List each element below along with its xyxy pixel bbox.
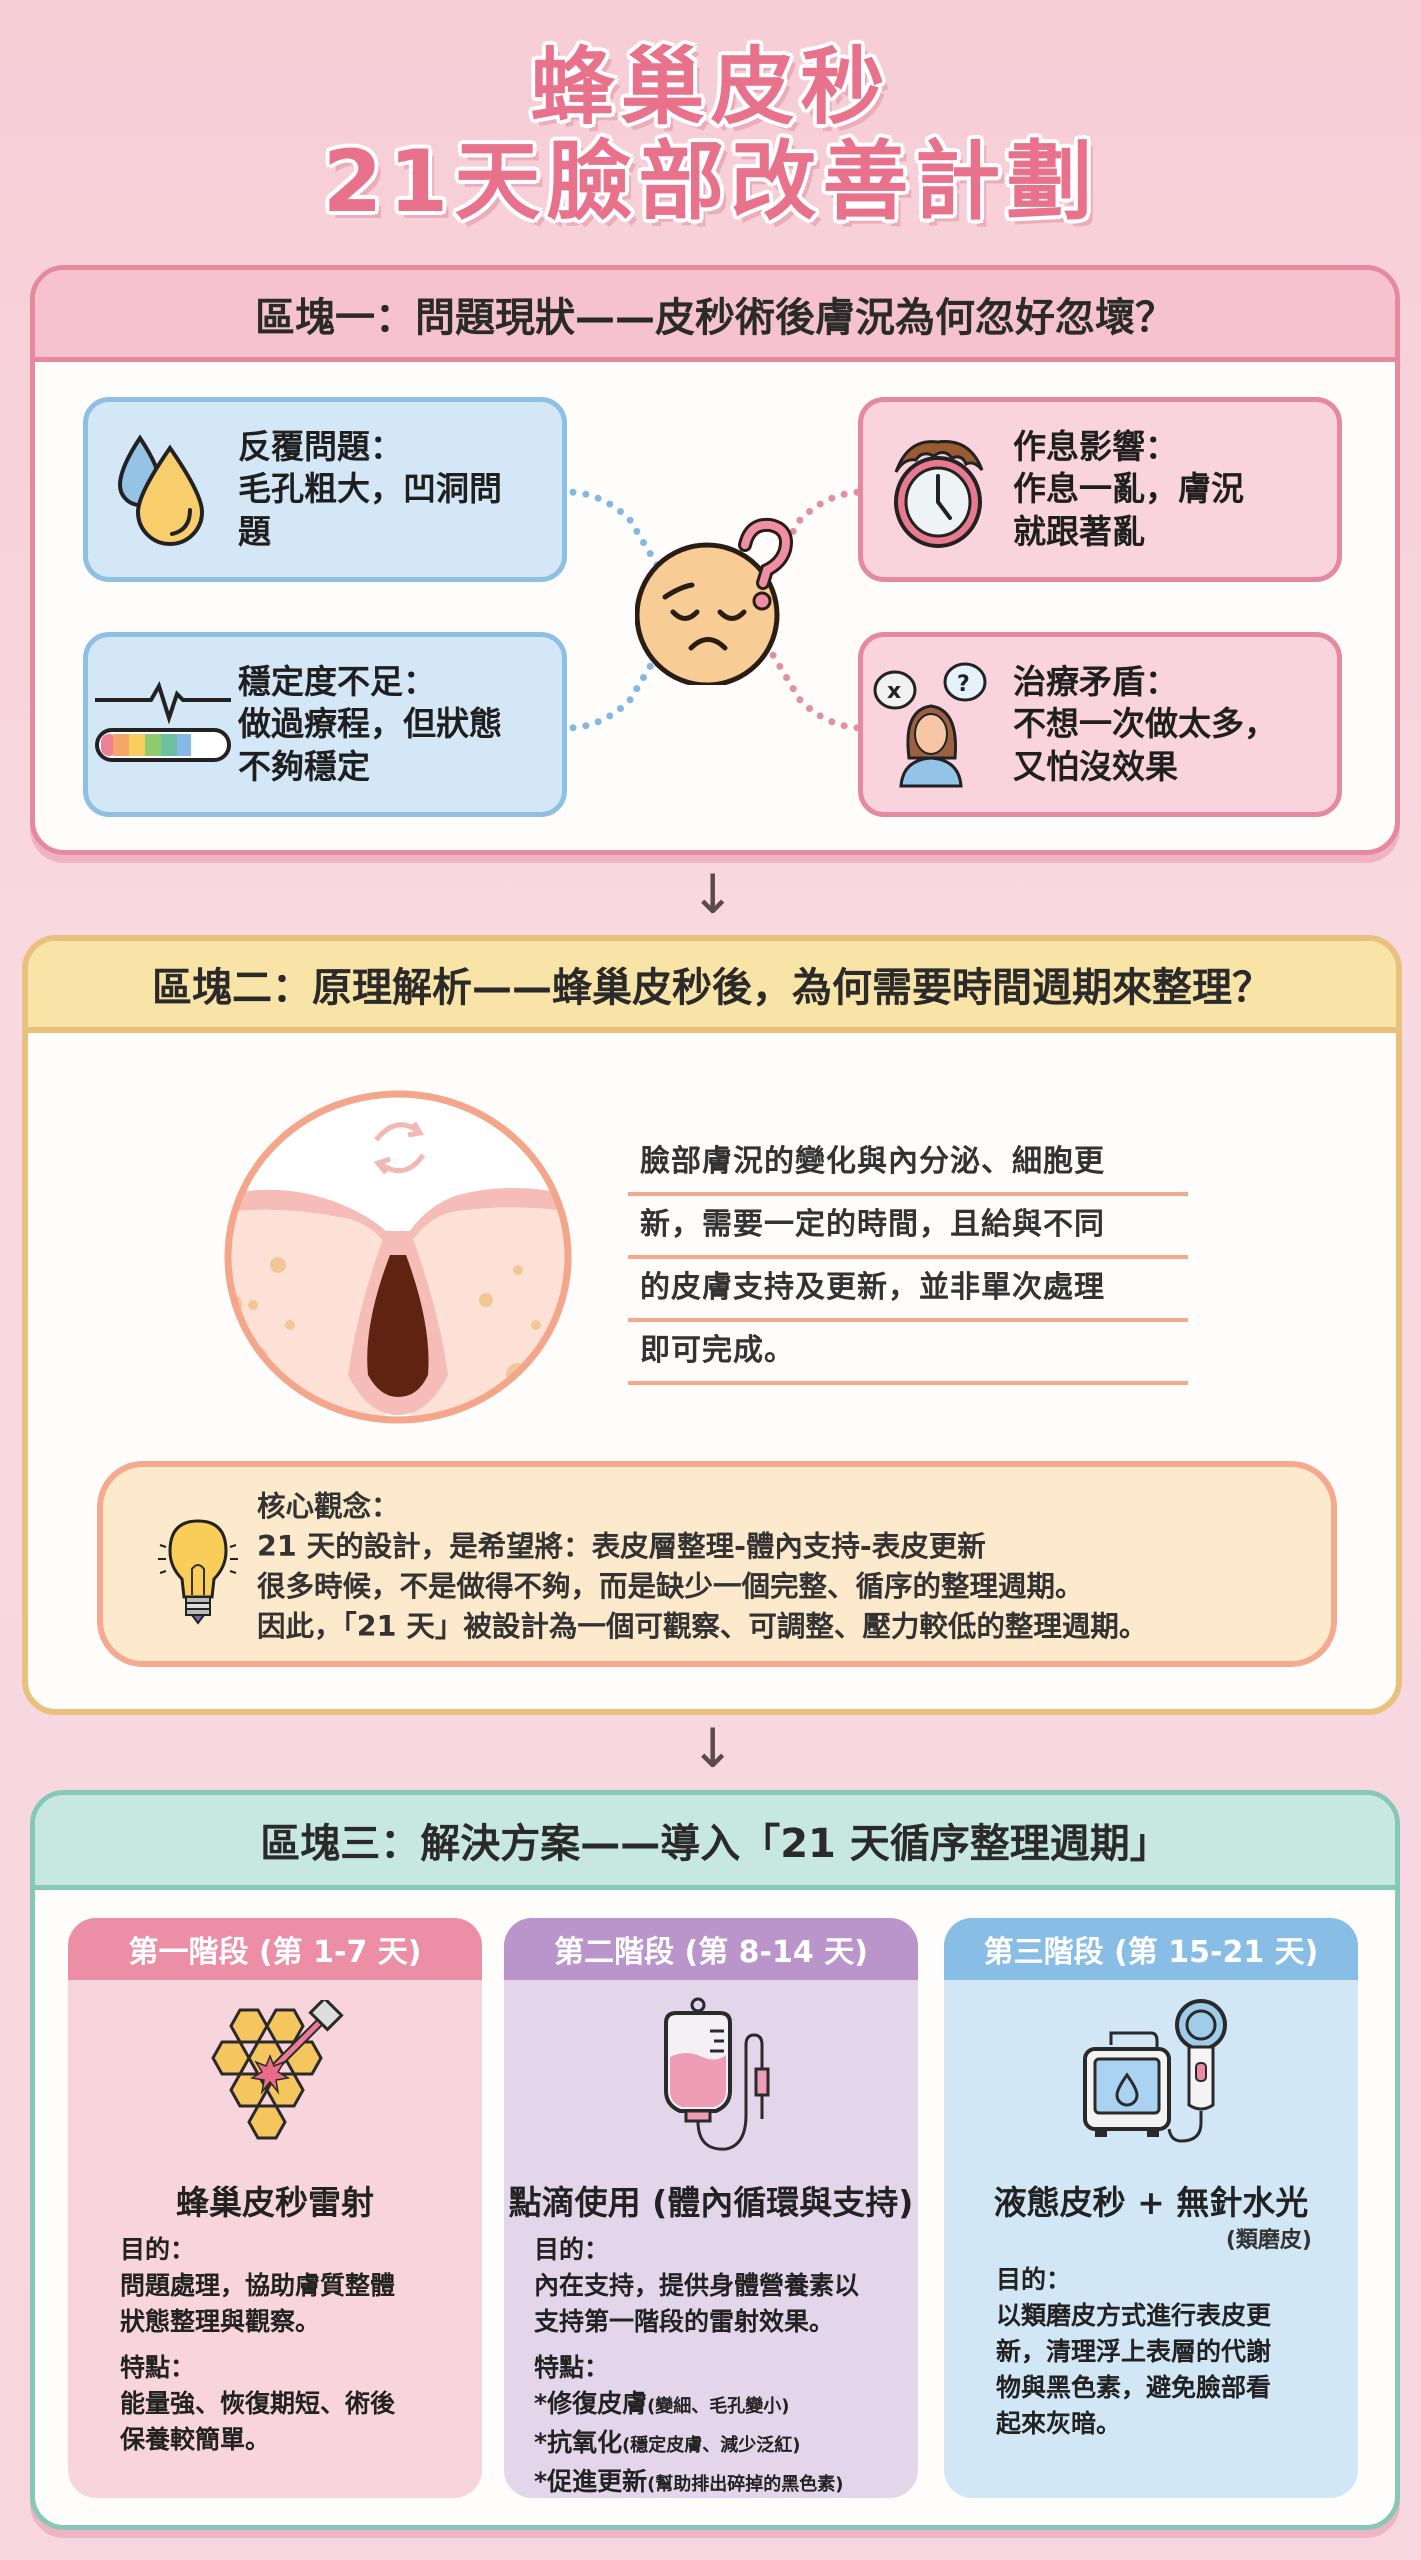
confused-woman-speech-bubbles-icon: x ? bbox=[873, 662, 987, 787]
feature-item: *修復皮膚(變細、毛孔變小) bbox=[534, 2386, 918, 2425]
feature-label: 特點： bbox=[120, 2353, 196, 2382]
concept-line: 很多時候，不是做得不夠，而是缺少一個完整、循序的整理週期。 bbox=[257, 1570, 1084, 1603]
card-treatment-dilemma: x ? 治療矛盾： 不想一次做太多， 又怕沒效果 bbox=[858, 632, 1342, 817]
card-text: 穩定度不足： 做過療程，但狀態 不夠穩定 bbox=[238, 662, 502, 786]
phase-card-1: 第一階段 (第 1-7 天) 蜂巢皮秒雷射 目的： 問題處理，協助膚質整體 狀態… bbox=[68, 1918, 482, 2498]
card-text: 作息影響： 作息一亂，膚況 就跟著亂 bbox=[1013, 427, 1244, 551]
card-insufficient-stability: 穩定度不足： 做過療程，但狀態 不夠穩定 bbox=[83, 632, 567, 817]
skin-pore-cross-section-icon bbox=[224, 1090, 572, 1424]
heartbeat-progress-bar-icon bbox=[95, 680, 231, 762]
feature-main: *修復皮膚 bbox=[534, 2389, 648, 2418]
block1-heading: 區塊一：問題現狀——皮秒術後膚況為何忽好忽壞？ bbox=[35, 270, 1395, 362]
purpose-label: 目的： bbox=[996, 2265, 1072, 2294]
card-recurring-problem: 反覆問題： 毛孔粗大，凹洞問 題 bbox=[83, 397, 567, 582]
purpose-text: 問題處理，協助膚質整體 狀態整理與觀察。 bbox=[120, 2271, 396, 2336]
concept-line: 21 天的設計，是希望將：表皮層整理-體內支持-表皮更新 bbox=[257, 1530, 986, 1563]
purpose-text: 以類磨皮方式進行表皮更 新，清理浮上表層的代謝 物與黑色素，避免臉部看 起來灰暗… bbox=[996, 2301, 1272, 2438]
concept-line: 因此，「21 天」被設計為一個可觀察、可調整、壓力較低的整理週期。 bbox=[257, 1610, 1148, 1643]
svg-text:?: ? bbox=[957, 672, 970, 697]
hydrafacial-machine-icon bbox=[1083, 1999, 1227, 2143]
iv-drip-bag-icon bbox=[664, 1997, 770, 2151]
down-arrow-icon: ↓ bbox=[690, 863, 736, 926]
card-lifestyle-impact: 作息影響： 作息一亂，膚況 就跟著亂 bbox=[858, 397, 1342, 582]
phase-card-3: 第三階段 (第 15-21 天) 液態皮秒 + 無針水光 (類磨皮) 目的： 以… bbox=[944, 1918, 1358, 2498]
worried-face-with-question-mark-icon bbox=[635, 517, 793, 685]
messy-alarm-clock-icon bbox=[894, 439, 984, 548]
paragraph-line: 新，需要一定的時間，且給與不同 bbox=[628, 1196, 1188, 1259]
core-concept-box: 核心觀念： 21 天的設計，是希望將：表皮層整理-體內支持-表皮更新 很多時候，… bbox=[97, 1461, 1337, 1667]
oil-drops-icon bbox=[117, 433, 205, 546]
feature-text: 能量強、恢復期短、術後 保養較簡單。 bbox=[120, 2389, 396, 2454]
lightbulb-icon bbox=[158, 1519, 238, 1625]
phase-sub-name: (類磨皮) bbox=[1225, 2228, 1312, 2253]
paragraph-line: 臉部膚況的變化與內分泌、細胞更 bbox=[628, 1133, 1188, 1196]
feature-note: (變細、毛孔變小) bbox=[647, 2396, 790, 2417]
purpose-label: 目的： bbox=[534, 2235, 610, 2264]
phase-name: 點滴使用 (體內循環與支持) bbox=[508, 2183, 914, 2222]
feature-item: *抗氧化(穩定皮膚、減少泛紅) bbox=[534, 2425, 918, 2464]
card-text: 反覆問題： 毛孔粗大，凹洞問 題 bbox=[238, 427, 502, 551]
block3-heading: 區塊三：解決方案——導入「21 天循序整理週期」 bbox=[35, 1795, 1395, 1890]
feature-main: *促進更新 bbox=[534, 2467, 648, 2496]
feature-note: (幫助排出碎掉的黑色素) bbox=[647, 2474, 844, 2495]
title-line-1: 蜂巢皮秒 bbox=[530, 38, 891, 136]
page-title: 蜂巢皮秒 21天臉部改善計劃 bbox=[0, 40, 1421, 230]
phase-name: 蜂巢皮秒雷射 bbox=[176, 2183, 374, 2222]
phase-header: 第二階段 (第 8-14 天) bbox=[504, 1918, 918, 1980]
phase-header: 第三階段 (第 15-21 天) bbox=[944, 1918, 1358, 1980]
feature-label: 特點： bbox=[534, 2353, 610, 2382]
paragraph-line: 的皮膚支持及更新，並非單次處理 bbox=[628, 1259, 1188, 1322]
phase-name: 液態皮秒 + 無針水光 bbox=[993, 2183, 1309, 2222]
feature-item: *促進更新(幫助排出碎掉的黑色素) bbox=[534, 2464, 918, 2498]
connector-dots bbox=[560, 488, 870, 732]
card-text: 治療矛盾： 不想一次做太多， 又怕沒效果 bbox=[1013, 662, 1277, 786]
svg-text:x: x bbox=[887, 679, 901, 704]
phase-header: 第一階段 (第 1-7 天) bbox=[68, 1918, 482, 1980]
title-line-2: 21天臉部改善計劃 bbox=[322, 132, 1099, 233]
down-arrow-icon: ↓ bbox=[690, 1717, 736, 1780]
block2-heading: 區塊二：原理解析——蜂巢皮秒後，為何需要時間週期來整理？ bbox=[28, 941, 1396, 1033]
paragraph-line: 即可完成。 bbox=[628, 1322, 1188, 1385]
principle-paragraph: 臉部膚況的變化與內分泌、細胞更 新，需要一定的時間，且給與不同 的皮膚支持及更新… bbox=[628, 1133, 1188, 1385]
purpose-text: 內在支持，提供身體營養素以 支持第一階段的雷射效果。 bbox=[534, 2271, 860, 2336]
phase-card-2: 第二階段 (第 8-14 天) 點滴使用 (體內循環與支持) 目的： 內在支持，… bbox=[504, 1918, 918, 2498]
feature-note: (穩定皮膚、減少泛紅) bbox=[622, 2435, 801, 2456]
honeycomb-laser-icon bbox=[211, 2000, 344, 2140]
concept-label: 核心觀念： bbox=[257, 1490, 400, 1523]
feature-main: *抗氧化 bbox=[534, 2428, 623, 2457]
purpose-label: 目的： bbox=[120, 2235, 196, 2264]
